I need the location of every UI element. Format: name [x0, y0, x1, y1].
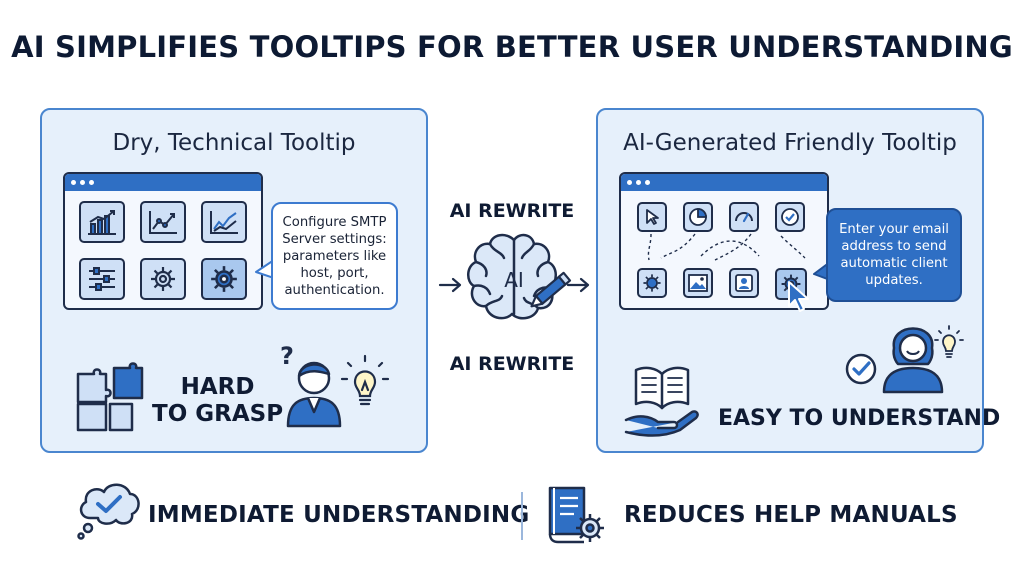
user-card-icon — [729, 268, 759, 298]
gauge-icon — [729, 202, 759, 232]
mouse-cursor-icon — [788, 281, 809, 312]
page-title: AI SIMPLIFIES TOOLTIPS FOR BETTER USER U… — [11, 30, 1013, 64]
technical-tooltip-panel: Dry, Technical Tooltip Configure SMTP Se… — [40, 108, 428, 453]
confused-person-icon: ? — [280, 342, 342, 428]
benefit-reduces-manuals: REDUCES HELP MANUALS — [624, 502, 958, 528]
tooltip-line: Configure SMTP — [282, 214, 387, 230]
callout-pointer — [255, 259, 274, 279]
label-line: HARD — [180, 374, 255, 400]
sliders-icon — [79, 258, 125, 300]
puzzle-icon — [76, 362, 144, 432]
check-icon — [775, 202, 805, 232]
cursor-icon — [637, 202, 667, 232]
tooltip-line: address to send — [841, 239, 947, 254]
hard-to-grasp-label: HARD TO GRASP — [152, 374, 283, 428]
trend-chart-icon — [201, 201, 247, 243]
ai-rewrite-label-bottom: AI REWRITE — [449, 353, 575, 375]
arrow-right-icon — [438, 277, 462, 293]
svg-text:?: ? — [280, 342, 294, 370]
tooltip-line: host, port, — [300, 265, 369, 281]
friendly-tooltip-panel: AI-Generated Friendly Tooltip — [596, 108, 1000, 453]
tooltip-line: parameters like — [282, 248, 387, 264]
gear-icon — [140, 258, 186, 300]
tooltip-line: Enter your email — [839, 222, 949, 237]
brain-ai-text: AI — [504, 268, 524, 292]
manual-gear-icon — [548, 486, 604, 544]
benefit-immediate-understanding: IMMEDIATE UNDERSTANDING — [148, 502, 530, 528]
check-circle-icon — [845, 353, 877, 385]
tooltip-line: automatic client — [840, 256, 948, 271]
bar-chart-icon — [79, 201, 125, 243]
gear-icon — [637, 268, 667, 298]
app-window-left — [63, 172, 263, 310]
arrow-right-icon — [566, 277, 590, 293]
ai-brain-icon: AI — [467, 233, 572, 320]
panel-heading-technical: Dry, Technical Tooltip — [112, 130, 356, 156]
window-titlebar — [621, 174, 827, 191]
lightbulb-icon — [340, 354, 390, 406]
label-line: TO GRASP — [152, 401, 284, 427]
window-titlebar — [65, 174, 261, 191]
line-chart-icon — [140, 201, 186, 243]
easy-to-understand-label: EASY TO UNDERSTAND — [718, 406, 1001, 431]
gear-icon — [201, 258, 247, 300]
flow-arrows — [647, 233, 806, 261]
technical-tooltip: Configure SMTP Server settings: paramete… — [271, 202, 398, 310]
tooltip-line: authentication. — [284, 282, 385, 298]
benefit-divider — [521, 492, 523, 540]
thought-bubble-check-icon — [77, 483, 140, 540]
friendly-tooltip: Enter your email address to send automat… — [826, 208, 962, 302]
book-hand-icon — [624, 366, 699, 437]
lightbulb-icon — [934, 325, 964, 358]
tooltip-line: Server settings: — [282, 231, 387, 247]
tooltip-line: updates. — [865, 273, 923, 288]
image-icon — [683, 268, 713, 298]
ai-rewrite-label-top: AI REWRITE — [449, 200, 575, 222]
panel-heading-friendly: AI-Generated Friendly Tooltip — [623, 130, 957, 156]
app-window-right — [619, 172, 829, 310]
pie-chart-icon — [683, 202, 713, 232]
happy-person-icon — [882, 327, 944, 394]
